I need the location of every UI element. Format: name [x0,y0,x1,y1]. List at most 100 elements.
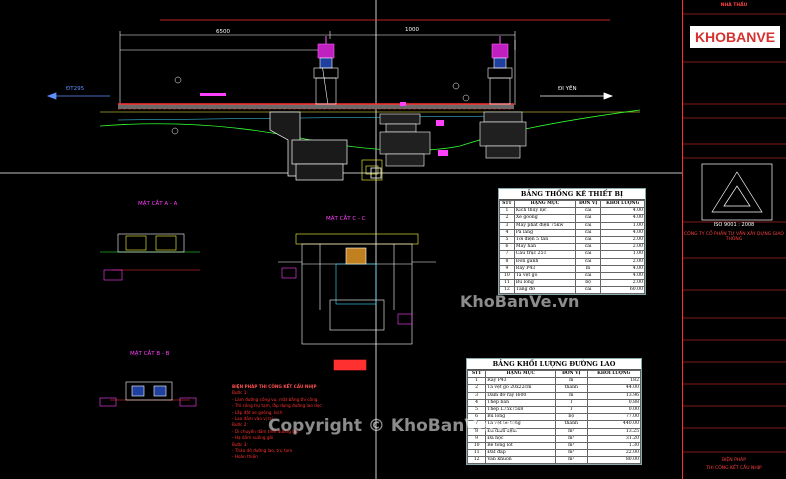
table-cell: Xe goòng [513,214,576,223]
rail-header-cell: KHỐI LƯỢNG [586,369,642,379]
table-cell: m³ [555,434,588,443]
note-line: Bước 3: [232,441,248,447]
table-cell: 2 [466,384,487,393]
table-cell: 31.20 [586,434,642,443]
table-cell: 4.00 [600,264,645,273]
table-cell: 4 [466,398,487,407]
note-line: Bước 2: [232,422,248,428]
table-cell: 7 [466,420,487,429]
equipment-header-cell: HẠNG MỤC [513,199,576,209]
table-cell: 4.00 [600,207,645,216]
table-cell: 11 [466,449,487,458]
table-cell: 2.00 [600,235,645,245]
table-cell: 10 [499,271,515,281]
table-cell: Tà vẹt gỗ 20x22cm [485,384,557,393]
iso-label: ISO 9001 : 2008 [713,222,755,228]
table-cell: Dầm đỡ ray I600 [485,391,557,400]
note-line: Bước 1: [232,390,248,396]
pier-right [479,111,527,159]
table-cell: m [555,377,588,386]
table-cell: 2.00 [600,279,645,288]
table-cell: thanh [555,384,588,393]
rail-header-cell: HẠNG MỤC [485,369,557,379]
table-cell: bộ [555,413,588,422]
table-cell: 182 [586,377,642,386]
table-cell: m³ [555,449,588,458]
table-cell: 2 [499,214,515,223]
pier-middle [379,113,431,167]
table-cell: 4.00 [600,214,645,223]
khobanve-logo: KHOBANVE [690,26,780,48]
ground-line [99,109,641,151]
table-cell: 80.00 [586,456,642,465]
small-box [361,159,383,181]
note-line: - Lắp đặt xe goòng, kích [232,409,283,415]
watermark-bottom: Copyright © KhoBanVe.vn [268,416,518,436]
table-cell: cái [574,257,602,266]
table-cell: Đòn gánh [513,257,576,266]
table-cell: Tà vẹt gỗ [513,271,576,281]
table-cell: m³ [555,441,588,451]
table-cell: m [574,264,602,273]
watermark-center: KhoBanVe.vn [460,292,580,311]
table-cell: 6 [499,243,515,252]
note-line: - Hoàn thiện [232,454,258,460]
table-cell: cái [574,235,602,245]
table-cell: 1.00 [600,250,645,259]
cyan-guideline [117,115,501,121]
construction-notes: BIỆN PHÁP THI CÔNG KẾT CẤU NHỊP Bước 1:-… [232,384,352,461]
title-block-frame [682,0,786,479]
table-cell: 12 [466,456,487,465]
table-cell: 10 [466,441,487,451]
note-line: - Lao dầm vào vị trí [232,416,273,422]
table-cell: 5 [466,405,487,415]
table-cell: cái [574,271,602,281]
dimension-top-label: 1000 [405,27,419,33]
equipment-header-cell: ĐƠN VỊ [574,199,602,209]
table-cell: 1 [499,207,515,216]
table-cell: 2.00 [600,243,645,252]
table-cell: Tăng đơ [513,286,576,295]
table-cell: cái [574,207,602,216]
table-cell: 2.00 [600,257,645,266]
table-cell: m² [555,456,588,465]
table-cell: Đá hộc [485,434,557,443]
bottom-label-1: BIỆN PHÁP [722,458,746,463]
table-cell: Đất đắp [485,449,557,458]
table-cell: Ván khuôn [485,456,557,465]
table-cell: 60.00 [600,286,645,295]
table-cell: Kích thủy lực [513,207,576,216]
left-abutment [269,111,348,181]
table-cell: 8 [466,427,487,436]
table-cell: cái [574,250,602,259]
table-cell: 44.00 [586,384,642,393]
section-b-drawing [99,381,197,407]
table-cell: cái [574,221,602,230]
table-cell: cái [574,214,602,223]
title-block-dividers [682,13,786,453]
note-line: - Làm đường công vụ, mặt bằng thi công [232,396,318,402]
equipment-table-title: BẢNG THỐNG KÊ THIẾT BỊ [499,189,645,200]
table-cell: 3 [466,391,487,400]
temp-tower-left [313,36,339,105]
notes-lines: Bước 1:- Làm đường công vụ, mặt bằng thi… [232,390,352,460]
table-cell: Thép bản [485,398,557,407]
table-cell: 77.00 [586,413,642,422]
table-cell: 7 [499,250,515,259]
table-cell: cái [574,243,602,252]
equipment-header-cell: KHỐI LƯỢNG [600,199,645,209]
